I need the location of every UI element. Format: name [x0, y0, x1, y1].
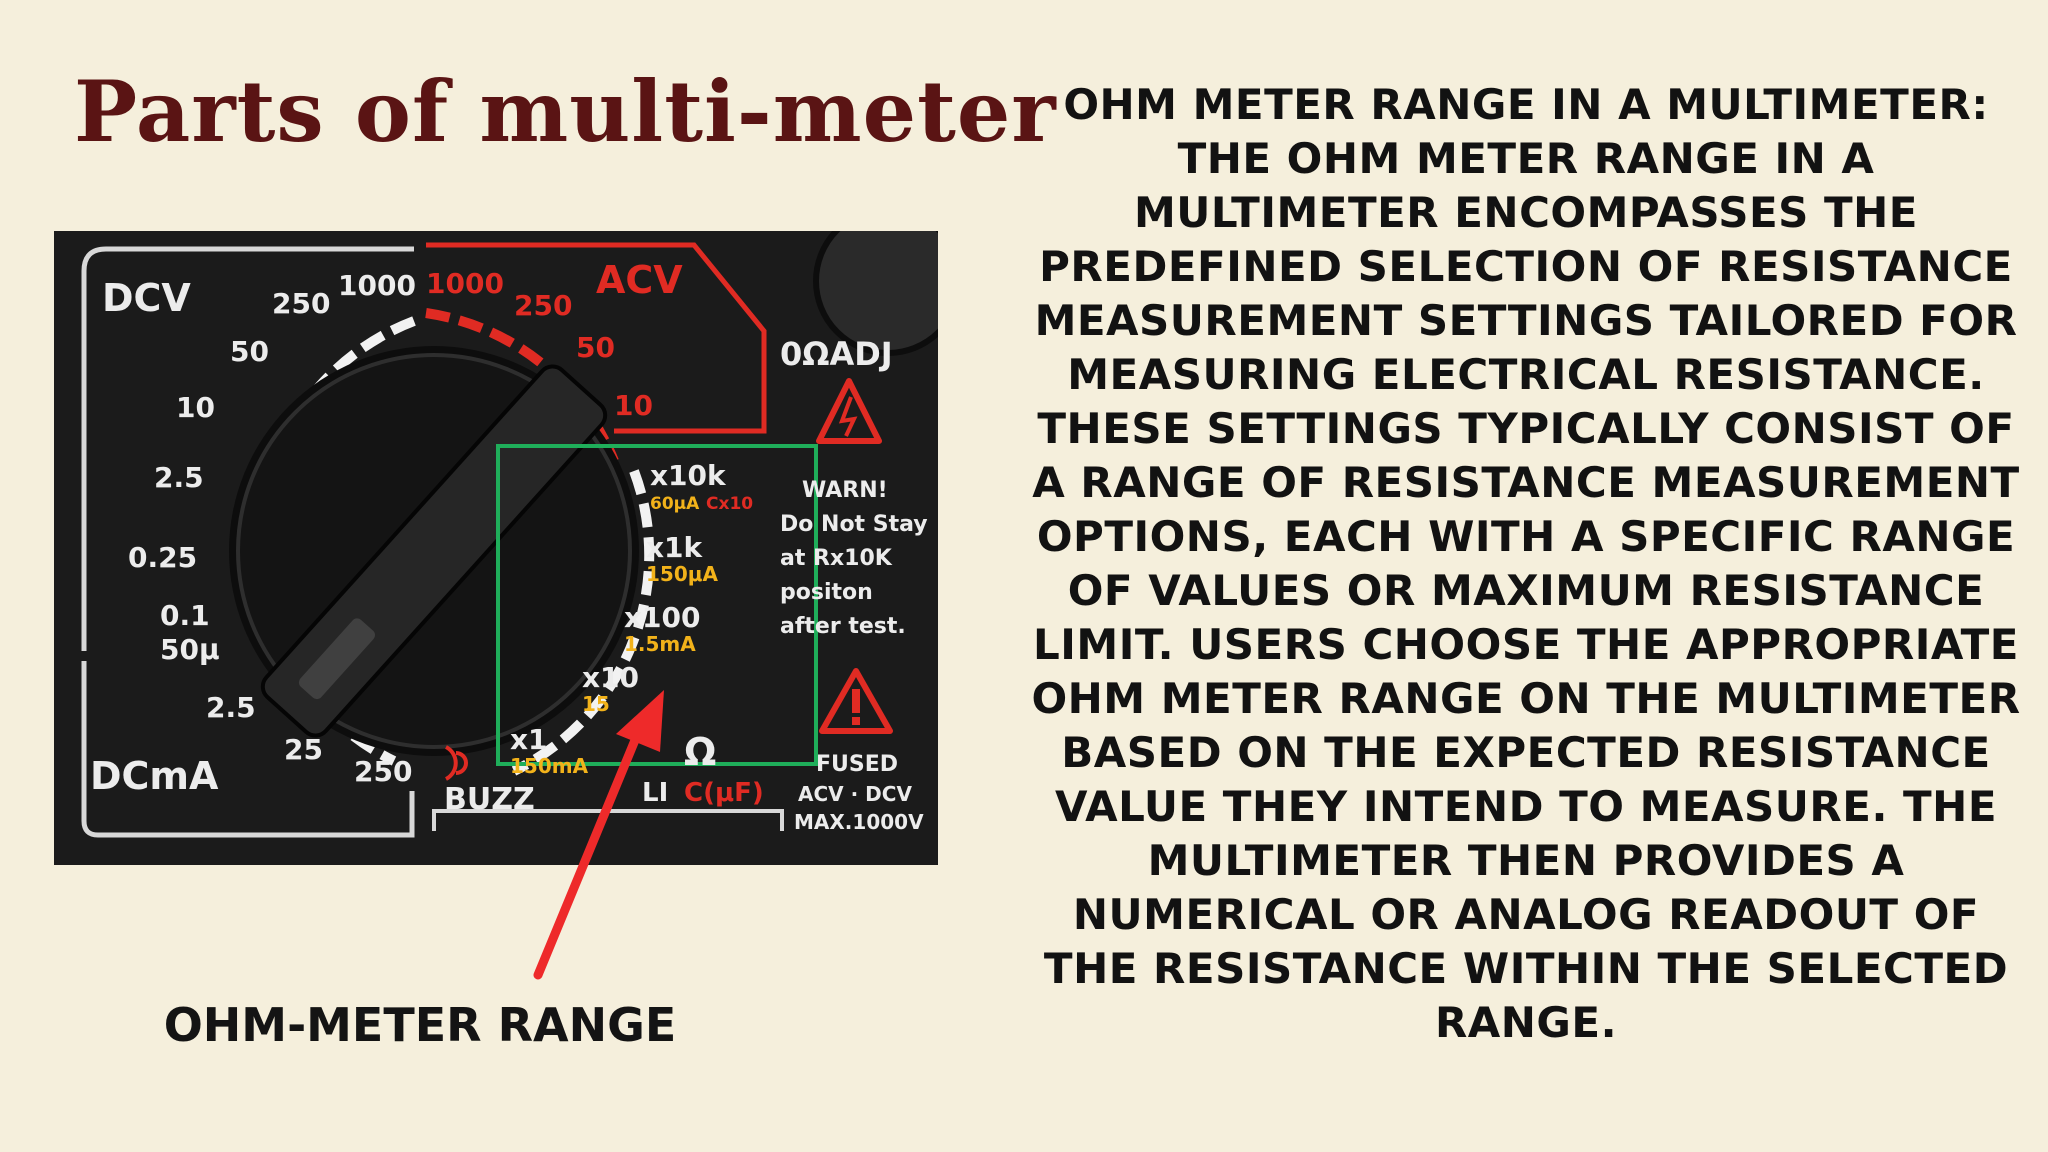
dcv-value-50: 50: [230, 335, 269, 368]
ohm-tick-arc: [511, 469, 655, 776]
multimeter-dial-illustration: DCV ACV DCmA BUZZ 0ΩADJ Ω LI C(μF) 1000 …: [54, 231, 938, 865]
warning-triangle-icon: [816, 378, 882, 444]
dcma-value-25: 25: [284, 733, 323, 766]
ohm-range-x10k-capacitance: Cx10: [706, 494, 753, 514]
acv-value-250: 250: [514, 289, 572, 322]
ohm-range-x1-current: 150mA: [510, 754, 589, 778]
ohm-range-x100: x100: [624, 601, 701, 634]
dcv-value-2-5: 2.5: [154, 461, 204, 494]
warning-line-5: after test.: [780, 614, 906, 639]
dcma-value-2-5: 2.5: [206, 691, 256, 724]
dcma-value-250: 250: [354, 755, 412, 788]
dcv-value-50u: 50μ: [160, 633, 220, 666]
zero-adjust-knob: [813, 231, 938, 356]
dcv-panel-outline: [81, 246, 414, 651]
warning-line-4: positon: [780, 580, 873, 605]
fused-line-3: MAX.1000V: [794, 810, 924, 834]
ohm-range-x10k-current: 60μA: [650, 494, 700, 514]
acv-panel-outline: [426, 242, 767, 434]
dcv-value-250: 250: [272, 287, 330, 320]
dcv-value-1000: 1000: [338, 269, 416, 302]
dcv-label: DCV: [102, 276, 191, 320]
buzzer-icon: [444, 745, 468, 781]
ohm-range-x10: x10: [582, 661, 639, 694]
warning-line-3: at Rx10K: [780, 546, 893, 571]
ohm-range-x1k-current: 150μA: [646, 562, 718, 586]
dcma-label: DCmA: [90, 754, 219, 798]
warning-triangle-icon: [819, 668, 893, 734]
ohm-range-x100-current: 1.5mA: [624, 632, 696, 656]
ohm-range-x10k: x10k: [650, 459, 727, 492]
dcv-value-10: 10: [176, 391, 215, 424]
ohm-range-x1k: x1k: [646, 531, 704, 564]
capacitance-label: C(μF): [684, 778, 764, 808]
dcv-value-0-25: 0.25: [128, 541, 197, 574]
selector-pointer: [260, 364, 608, 738]
ohm-range-highlight-box: [496, 444, 818, 766]
acv-value-10: 10: [614, 389, 653, 422]
li-label: LI: [642, 778, 668, 808]
warning-line-2: Do Not Stay: [780, 512, 928, 537]
slide-title: Parts of multi-meter: [74, 62, 1057, 161]
ohm-meter-range-caption: OHM-METER RANGE: [163, 998, 677, 1052]
dcma-panel-outline: [81, 661, 415, 838]
ohm-symbol: Ω: [684, 730, 716, 774]
dcv-value-0-1: 0.1: [160, 599, 210, 632]
warning-line-1: WARN!: [802, 478, 888, 503]
acv-label: ACV: [596, 258, 683, 302]
acv-value-50: 50: [576, 331, 615, 364]
fused-line-1: FUSED: [816, 752, 898, 777]
ohm-range-x1: x1: [510, 723, 548, 756]
fused-line-2: ACV · DCV: [798, 782, 912, 806]
ohm-range-x10-current: 15: [582, 692, 610, 716]
buzz-label: BUZZ: [444, 782, 535, 817]
multimeter-dial-photo: DCV ACV DCmA BUZZ 0ΩADJ Ω LI C(μF) 1000 …: [54, 231, 938, 865]
acv-value-1000: 1000: [426, 267, 504, 300]
zero-ohm-adjust-label: 0ΩADJ: [780, 335, 893, 373]
description-paragraph: OHM METER RANGE IN A MULTIMETER: THE OHM…: [1031, 80, 2021, 1047]
